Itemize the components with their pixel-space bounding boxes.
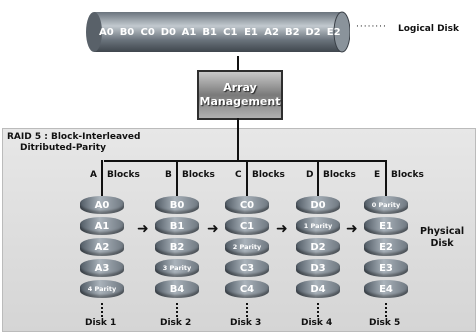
disk-dotted-line (317, 303, 321, 317)
logical-block: B2 (285, 26, 300, 38)
disk-dotted-line (101, 303, 105, 317)
raid5-title-line1: RAID 5 : Block-Interleaved (7, 132, 141, 142)
disk-name-label: Disk 1 (85, 318, 117, 328)
array-to-bus-line (237, 118, 239, 160)
data-block: B4 (155, 280, 199, 298)
disk-drop-line (246, 160, 248, 196)
data-block: A0 (80, 196, 124, 214)
data-block: D4 (296, 280, 340, 298)
disk-letter: E (374, 170, 381, 180)
physical-disk-label: Physical Disk (420, 226, 464, 250)
logical-block: A2 (264, 26, 279, 38)
logical-disk-blocks: A0 B0 C0 D0 A1 B1 C1 E1 A2 B2 D2 E2 (96, 12, 344, 52)
data-block: D0 (296, 196, 340, 214)
disk-name-label: Disk 5 (369, 318, 401, 328)
parity-block: 4 Parity (80, 280, 124, 298)
arrow-right-icon: ➜ (137, 221, 149, 237)
disk-letter: A (90, 170, 97, 180)
disk-drop-line (101, 160, 103, 196)
logical-to-array-line (237, 56, 239, 70)
data-block: C3 (225, 259, 269, 277)
logical-block: A0 (98, 26, 114, 38)
blocks-label: Blocks (182, 170, 215, 180)
logical-disk-label: Logical Disk (398, 24, 459, 34)
blocks-label: Blocks (323, 170, 356, 180)
data-block: B2 (155, 238, 199, 256)
logical-block: B0 (119, 26, 135, 38)
disk-dotted-line (246, 303, 250, 317)
data-block: B1 (155, 217, 199, 235)
disk-dotted-line (385, 303, 389, 317)
data-block: E1 (364, 217, 408, 235)
parity-block: 3 Parity (155, 259, 199, 277)
raid5-title-line2: Ditributed-Parity (20, 143, 106, 153)
array-management-box: Array Management (197, 70, 283, 120)
disk-bus-line (104, 160, 386, 162)
data-block: E3 (364, 259, 408, 277)
logical-disk-leader-dots: ········ (356, 22, 387, 32)
blocks-label: Blocks (391, 170, 424, 180)
physical-disk-label-line2: Disk (430, 238, 454, 249)
data-block: E4 (364, 280, 408, 298)
arrow-right-icon: ➜ (276, 221, 288, 237)
data-block: A1 (80, 217, 124, 235)
physical-disk-label-line1: Physical (420, 226, 465, 237)
data-block: A2 (80, 238, 124, 256)
data-block: C4 (225, 280, 269, 298)
data-block: A3 (80, 259, 124, 277)
arrow-right-icon: ➜ (346, 221, 358, 237)
logical-block: B1 (202, 26, 217, 38)
disk-name-label: Disk 2 (160, 318, 192, 328)
blocks-label: Blocks (252, 170, 285, 180)
disk-drop-line (317, 160, 319, 196)
disk-name-label: Disk 3 (230, 318, 262, 328)
disk-letter: D (306, 170, 314, 180)
logical-block: D0 (160, 26, 176, 38)
data-block: D3 (296, 259, 340, 277)
raid5-title: RAID 5 : Block-Interleaved Ditributed-Pa… (7, 132, 140, 154)
parity-block: 1 Parity (296, 217, 340, 235)
data-block: B0 (155, 196, 199, 214)
array-management-line1: Array (223, 81, 257, 94)
arrow-right-icon: ➜ (207, 221, 219, 237)
parity-block: 2 Parity (225, 238, 269, 256)
array-management-line2: Management (199, 95, 281, 108)
disk-letter: B (165, 170, 172, 180)
disk-letter: C (235, 170, 242, 180)
logical-block: C1 (223, 26, 238, 38)
logical-block: C0 (140, 26, 155, 38)
logical-block: E1 (244, 26, 258, 38)
disk-drop-line (176, 160, 178, 196)
disk-dotted-line (176, 303, 180, 317)
data-block: C1 (225, 217, 269, 235)
blocks-label: Blocks (107, 170, 140, 180)
logical-block: E2 (326, 26, 341, 38)
logical-block: A1 (181, 26, 197, 38)
data-block: D2 (296, 238, 340, 256)
logical-disk-cylinder (86, 11, 350, 53)
parity-block: 0 Parity (364, 196, 408, 214)
disk-drop-line (385, 160, 387, 196)
data-block: E2 (364, 238, 408, 256)
logical-block: D2 (305, 26, 321, 38)
data-block: C0 (225, 196, 269, 214)
disk-name-label: Disk 4 (301, 318, 333, 328)
